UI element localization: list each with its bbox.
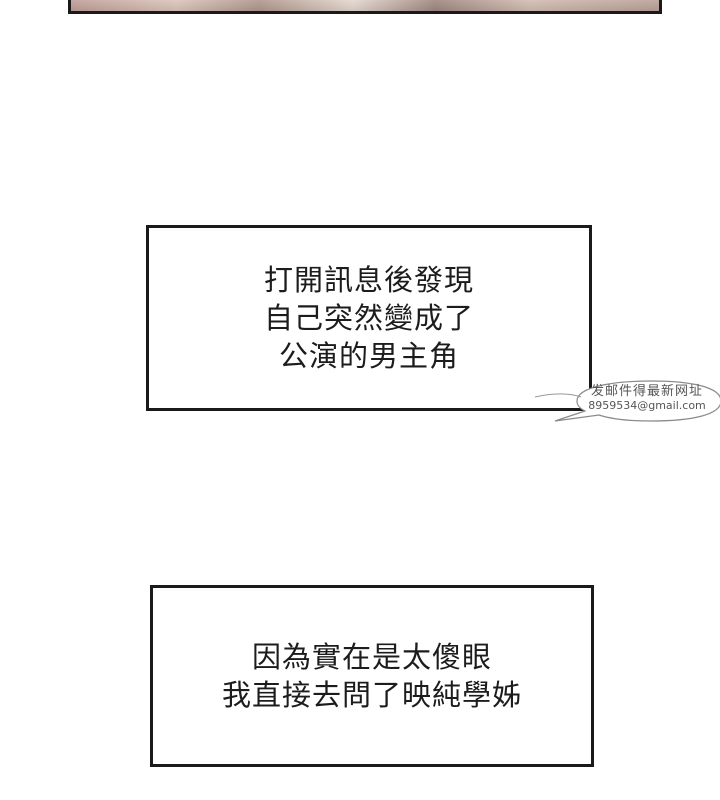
caption-line: 自己突然變成了 [263, 301, 474, 335]
previous-panel-image-edge [68, 0, 662, 14]
caption-line: 我直接去問了映純學姊 [221, 678, 522, 712]
watermark-bubble-shape [534, 380, 720, 422]
narration-caption-box-2: 因為實在是太傻眼 我直接去問了映純學姊 [150, 585, 594, 767]
caption-line: 因為實在是太傻眼 [251, 640, 492, 674]
narration-caption-box-1: 打開訊息後發現 自己突然變成了 公演的男主角 [146, 225, 592, 411]
panel-image-shading [71, 0, 659, 11]
caption-line: 公演的男主角 [278, 339, 459, 373]
watermark-speech-bubble: 发邮件得最新网址 8959534@gmail.com [533, 379, 720, 425]
caption-line: 打開訊息後發現 [263, 263, 474, 297]
watermark-text: 发邮件得最新网址 8959534@gmail.com [577, 384, 717, 413]
narration-caption-text-1: 打開訊息後發現 自己突然變成了 公演的男主角 [264, 261, 474, 375]
narration-caption-text-2: 因為實在是太傻眼 我直接去問了映純學姊 [222, 638, 522, 714]
watermark-email: 8959534@gmail.com [588, 399, 706, 412]
watermark-line-1: 发邮件得最新网址 [590, 384, 703, 399]
